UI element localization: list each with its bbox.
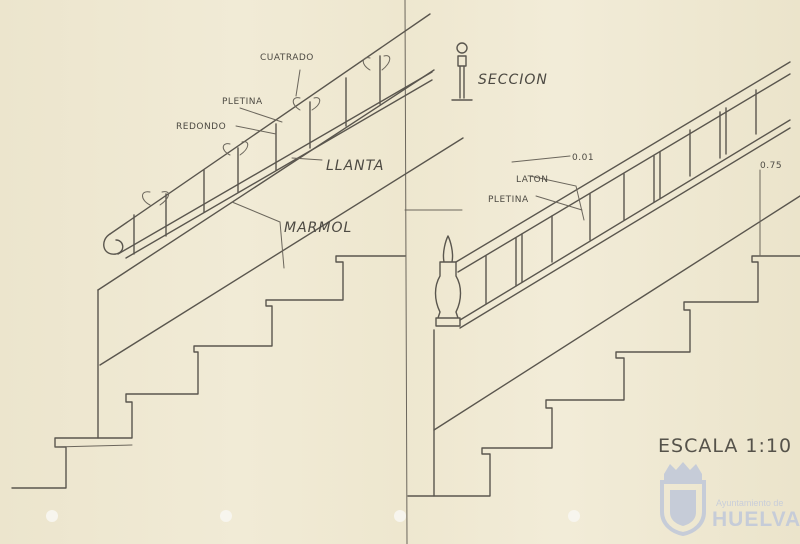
binder-holes xyxy=(46,510,580,522)
label-height: 0.75 xyxy=(760,161,782,171)
section-detail-circle xyxy=(456,42,468,54)
label-pletina-left: PLETINA xyxy=(222,97,263,107)
label-marmol: MARMOL xyxy=(284,220,352,236)
right-handrail-top xyxy=(455,61,791,263)
left-handrail-bottom-rail xyxy=(117,71,433,255)
leader-cuatrado xyxy=(295,69,301,97)
coat-of-arms-icon xyxy=(660,462,706,537)
left-handrail-top xyxy=(109,13,431,235)
right-bottom-rail-lower xyxy=(459,127,791,329)
watermark-title: HUELVA xyxy=(712,508,800,531)
left-bottom-rail xyxy=(125,79,433,259)
right-balusters xyxy=(485,89,757,305)
leader-redondo xyxy=(235,125,277,135)
left-scroll-ornaments xyxy=(142,55,391,206)
left-balusters xyxy=(133,55,381,255)
section-detail-post xyxy=(451,55,473,101)
label-scale: ESCALA 1:10 xyxy=(658,435,792,457)
left-stair-base xyxy=(97,69,435,291)
watermark-subtitle: Ayuntamiento de xyxy=(716,498,784,508)
label-llanta: LLANTA xyxy=(326,158,385,174)
leader-laton xyxy=(529,175,585,221)
label-laton: LATON xyxy=(516,175,549,185)
left-stair-steps xyxy=(11,255,406,489)
fold-line xyxy=(404,0,408,544)
leader-pletina-right xyxy=(535,195,583,211)
label-d01: 0.01 xyxy=(572,153,594,163)
right-stair-stringer xyxy=(433,195,800,431)
leader-marmol xyxy=(231,201,285,269)
label-seccion: SECCION xyxy=(478,72,548,88)
left-step-nose xyxy=(54,444,133,448)
left-handrail-volute xyxy=(103,233,124,255)
right-bottom-rail xyxy=(459,119,791,321)
left-stair-stringer xyxy=(99,137,464,366)
right-newel-post xyxy=(434,235,462,327)
label-redondo: REDONDO xyxy=(176,122,226,132)
label-cuatrado: CUATRADO xyxy=(260,53,314,63)
leader-pletina-left xyxy=(239,107,283,123)
leader-llanta xyxy=(291,157,323,161)
leader-d01 xyxy=(511,155,571,163)
huelva-watermark: Ayuntamiento de HUELVA xyxy=(656,460,800,537)
right-handrail-underside xyxy=(457,73,791,273)
right-stair-steps xyxy=(407,255,800,497)
label-pletina-right: PLETINA xyxy=(488,195,529,205)
